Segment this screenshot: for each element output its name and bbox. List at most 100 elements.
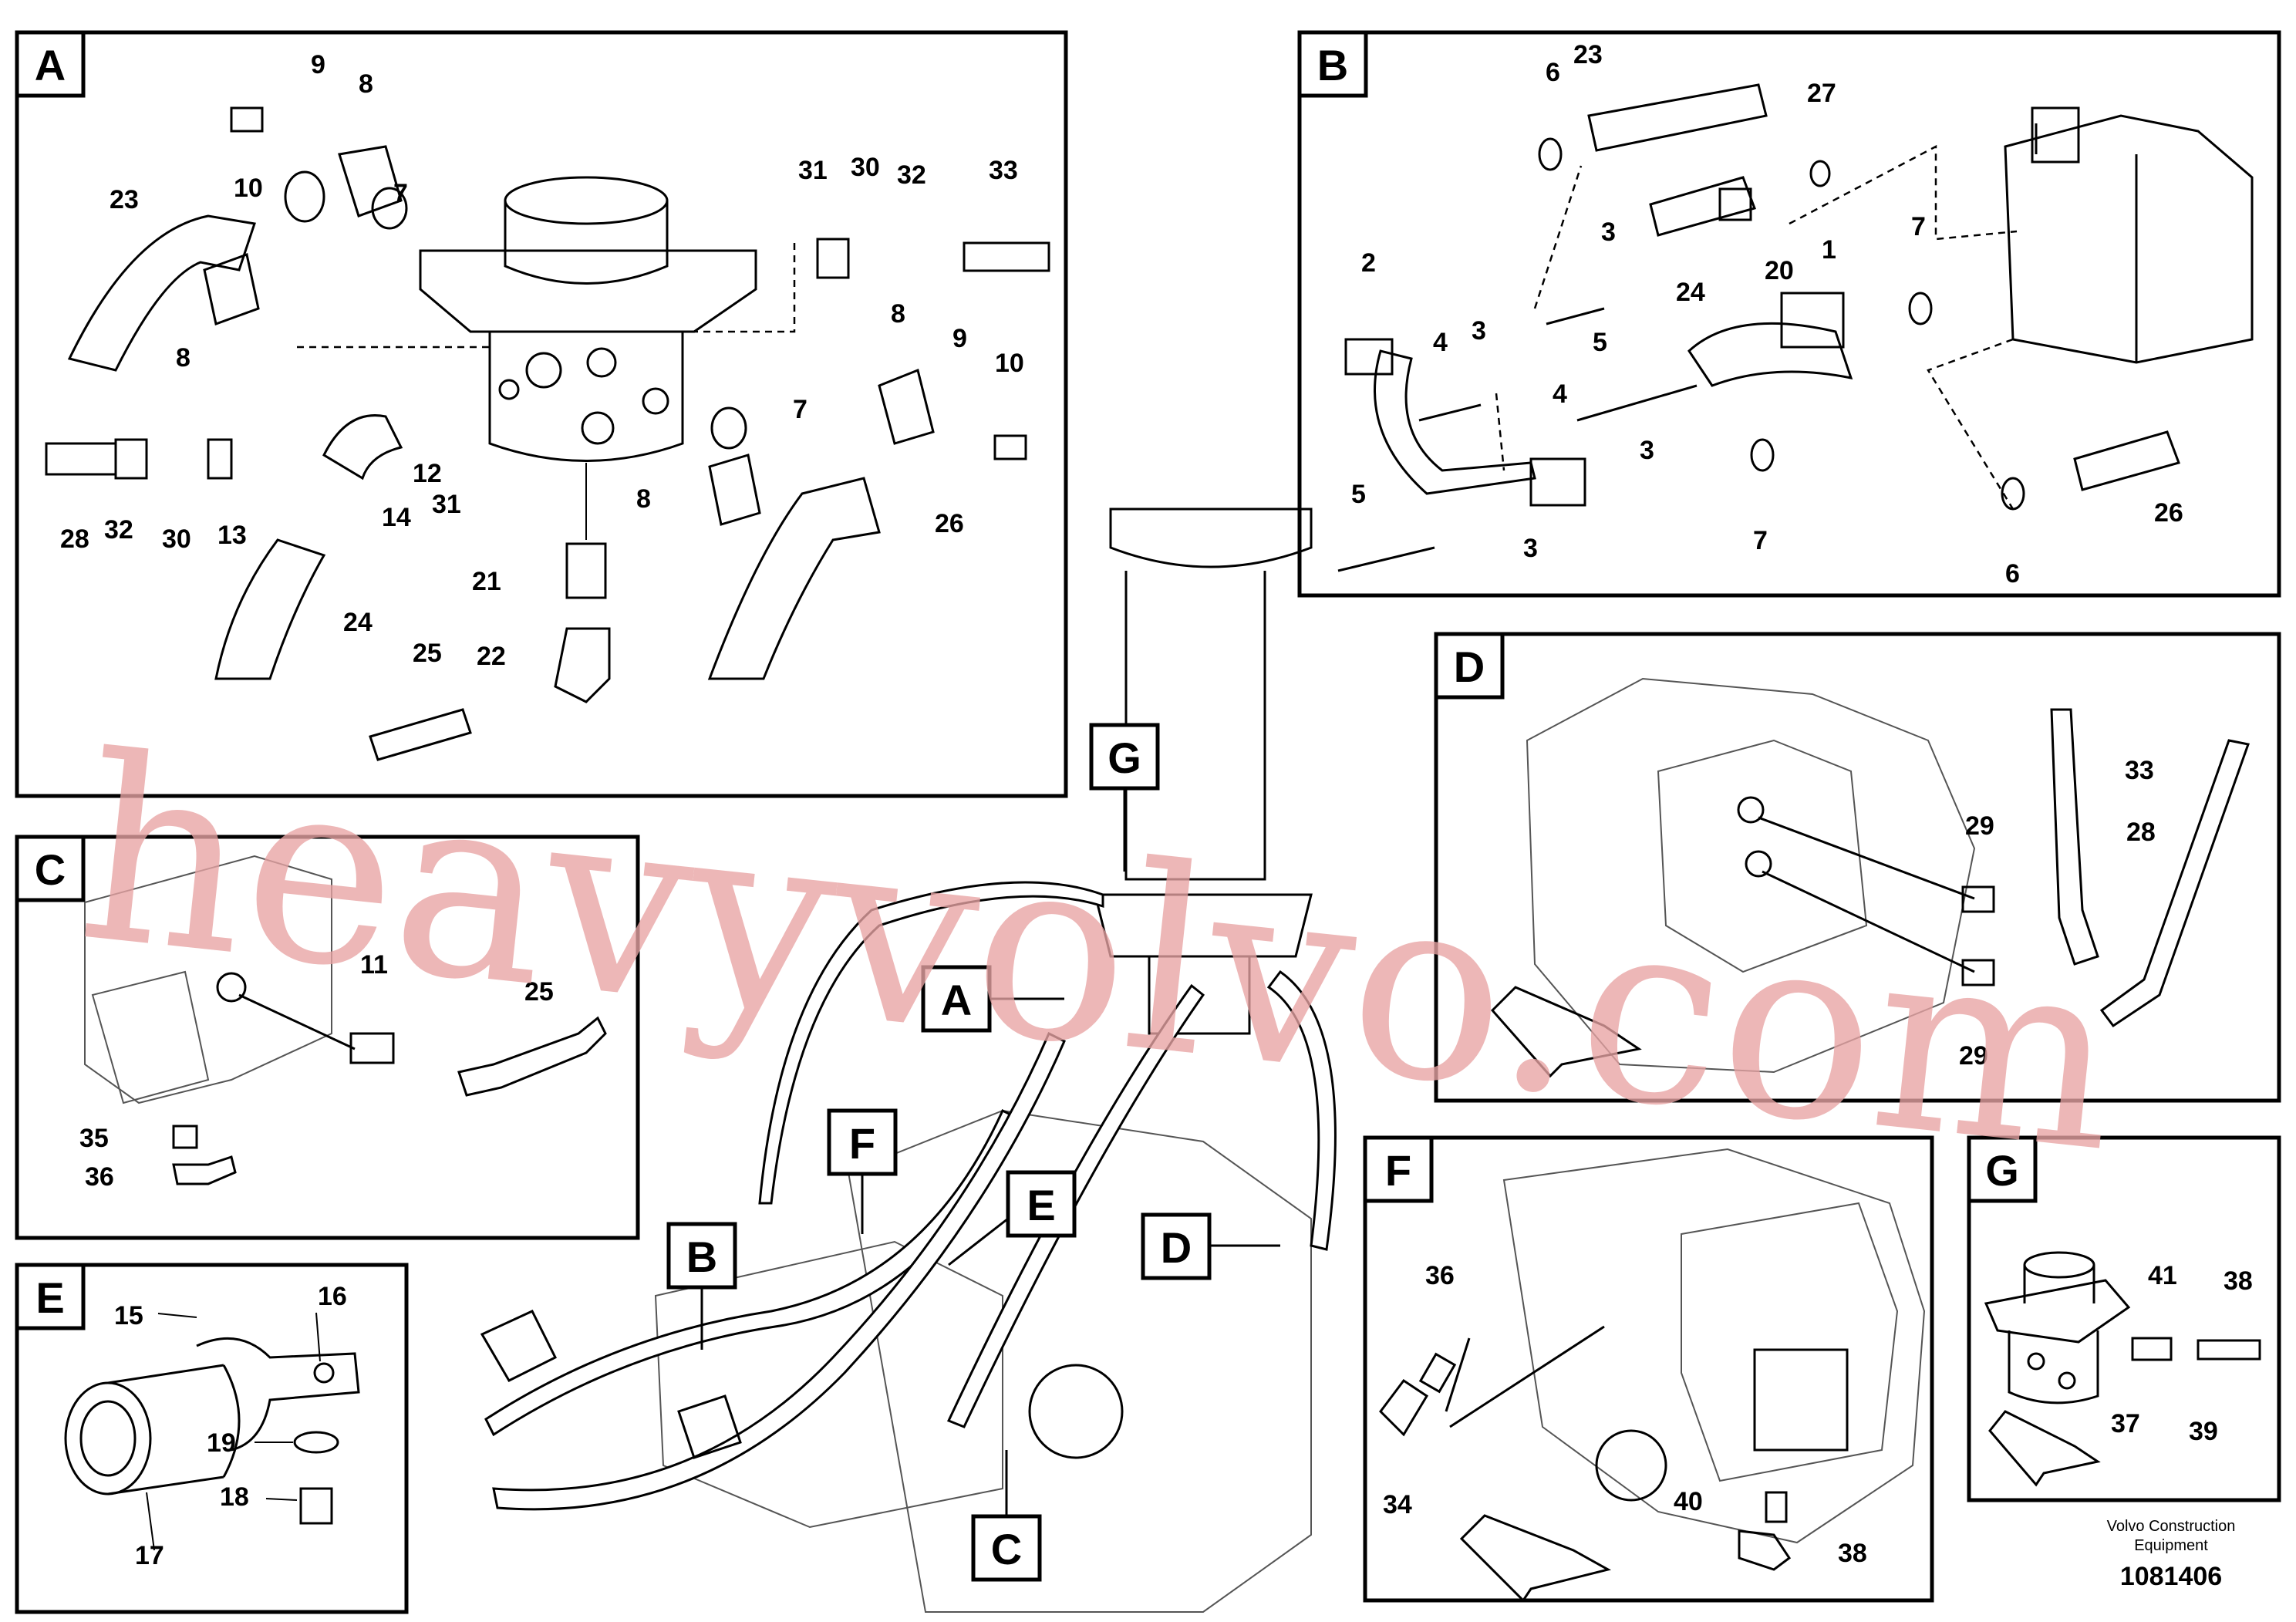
panel-d-title: D	[1454, 642, 1485, 691]
a-lbl-21: 21	[472, 567, 501, 596]
a-lbl-22: 22	[477, 642, 506, 671]
panel-e-tag	[15, 1263, 86, 1330]
panel-a-title: A	[35, 41, 66, 89]
fitting-main-b	[480, 1310, 558, 1382]
washer-19	[293, 1431, 339, 1454]
main-assembly	[480, 508, 1337, 1613]
lead-c	[238, 993, 356, 1050]
callout-e-box	[1006, 1170, 1077, 1238]
b-lbl-20: 20	[1765, 256, 1794, 285]
e-lbl-15: 15	[114, 1301, 143, 1330]
adapter-40	[1765, 1491, 1788, 1523]
port-g2	[2058, 1371, 2076, 1390]
b-lbl-27: 27	[1807, 79, 1836, 108]
elbow-34	[1379, 1378, 1429, 1437]
swivel-cap	[1109, 508, 1313, 568]
hose-26b	[2073, 430, 2180, 491]
tube-38-g	[2197, 1339, 2261, 1361]
assembly-dashes-b	[1495, 144, 2018, 510]
hose-main-3	[492, 1031, 1066, 1511]
a-lbl-32: 32	[897, 160, 926, 190]
b-lbl-4: 4	[1433, 328, 1448, 357]
a-lbl-31: 31	[798, 156, 828, 185]
b-lbl-24: 24	[1676, 278, 1705, 307]
e-lbl-16: 16	[318, 1282, 347, 1311]
a-lbl-23: 23	[110, 185, 139, 214]
e-lbl-19: 19	[207, 1428, 236, 1458]
union-30b	[816, 238, 850, 279]
a-lbl-30: 30	[851, 153, 880, 182]
callout-d: D	[1161, 1223, 1192, 1272]
b-lbl-3: 3	[1601, 218, 1616, 247]
bolt-10b	[993, 434, 1027, 460]
adapter-11	[349, 1032, 395, 1064]
a-lbl-30b: 30	[162, 524, 191, 554]
nut-28	[114, 438, 148, 480]
pump-outline-c	[84, 855, 332, 1104]
a-lbl-25: 25	[413, 639, 442, 668]
hose-28-d	[2099, 739, 2250, 1028]
b-lbl-7b: 7	[1753, 526, 1768, 555]
e-leaders	[146, 1312, 321, 1551]
panel-f: F 36 34 40 38	[1363, 1135, 1934, 1603]
hose-25	[369, 708, 472, 761]
panel-a-frame	[15, 30, 1068, 798]
g-lbl-41: 41	[2148, 1261, 2177, 1290]
b-lbl-2: 2	[1361, 248, 1376, 278]
hose-23	[67, 214, 256, 372]
d-lbl-29: 29	[1965, 811, 1994, 841]
panel-g-tag	[1967, 1135, 2038, 1203]
flange-lower	[1529, 457, 1586, 507]
f-lbl-36: 36	[1425, 1261, 1455, 1290]
a-lbl-10b: 10	[995, 349, 1024, 378]
fitting-d1	[1737, 796, 1765, 824]
port-5	[498, 379, 520, 400]
panel-a-tag	[15, 30, 86, 98]
swivel-body	[488, 332, 684, 462]
a-lbl-9b: 9	[952, 324, 967, 353]
oring-7c	[1908, 292, 1933, 325]
pipe-17-body	[107, 1364, 241, 1496]
b-lbl-3b: 3	[1472, 316, 1486, 346]
callout-d-box	[1141, 1212, 1212, 1280]
adapter-20	[1718, 187, 1752, 221]
transmission-outline	[847, 1109, 1312, 1613]
callout-e: E	[1027, 1181, 1055, 1229]
oring-7a	[371, 187, 408, 230]
adapter-29a	[1961, 885, 1995, 913]
swivel-base	[1094, 893, 1313, 958]
g-lbl-39: 39	[2189, 1417, 2218, 1446]
fitting-main-c	[677, 1394, 742, 1459]
company-line-2: Equipment	[2134, 1537, 2208, 1554]
clamp-8c	[878, 368, 935, 445]
panel-f-title: F	[1385, 1146, 1411, 1195]
pump-cap-b	[2031, 106, 2080, 164]
callout-b-box	[666, 1222, 737, 1290]
fitting-d2	[1745, 850, 1772, 878]
elbow-22	[554, 627, 611, 703]
panel-d-tag	[1434, 632, 1505, 700]
a-lbl-28: 28	[60, 524, 89, 554]
b-lbl-5b: 5	[1351, 480, 1366, 509]
hose-main-1	[758, 881, 1104, 1205]
tube-2	[1374, 349, 1536, 495]
port-1	[525, 352, 562, 389]
adapter-29b	[1961, 959, 1995, 986]
flange-main	[1028, 1364, 1124, 1459]
a-lbl-32b: 32	[104, 515, 133, 545]
company-line-1: Volvo Construction	[2107, 1518, 2236, 1535]
d-lbl-33: 33	[2125, 756, 2154, 785]
g-lbl-37: 37	[2111, 1409, 2140, 1438]
clamp-8b	[203, 253, 260, 325]
a-lbl-13: 13	[217, 521, 247, 550]
a-lbl-8b: 8	[176, 343, 190, 373]
f-lbl-34: 34	[1383, 1490, 1412, 1519]
swivel-neck-g	[2023, 1265, 2095, 1303]
callout-c-box	[971, 1514, 1042, 1582]
lines-d	[1758, 816, 1975, 973]
tube-1	[1687, 322, 1853, 387]
direction-arrow-d	[1490, 986, 1642, 1078]
title-block: Volvo Construction Equipment 1081406	[2107, 1518, 2236, 1591]
clamp-15	[196, 1337, 360, 1452]
swivel-neck	[504, 201, 669, 285]
